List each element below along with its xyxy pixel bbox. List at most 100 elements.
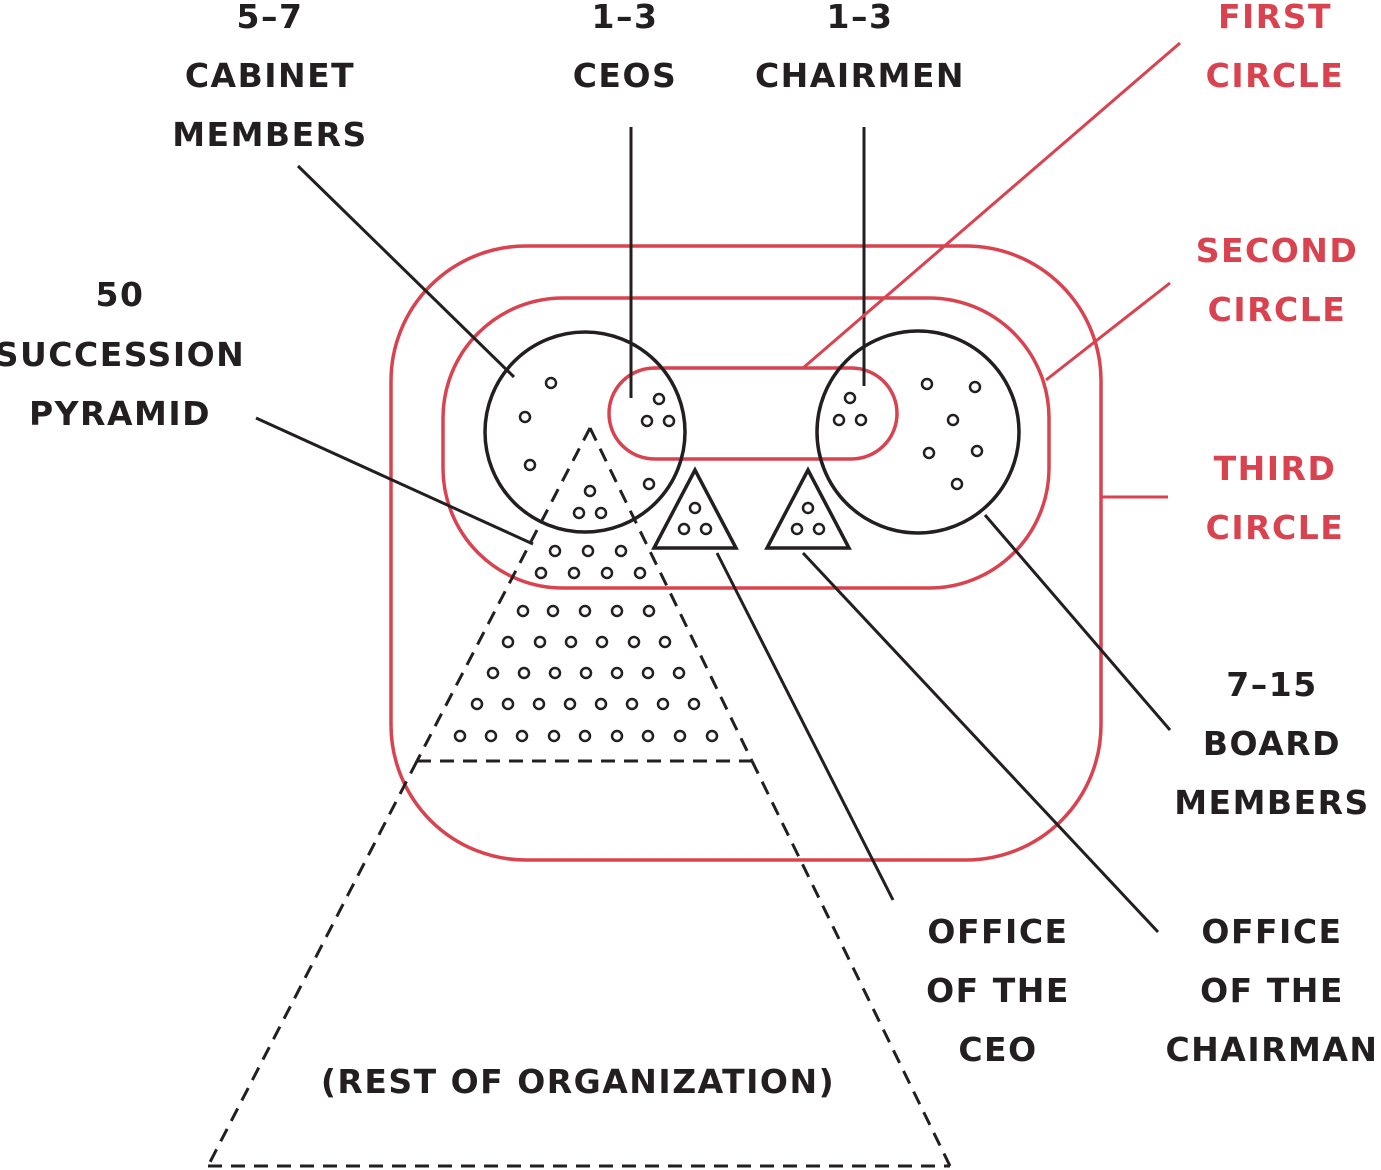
chairman-dot xyxy=(854,413,868,427)
office-chairman-label-2: OF THE xyxy=(1200,971,1344,1010)
third-circle-label-1: THIRD xyxy=(1214,449,1337,488)
second-circle-label-2: CIRCLE xyxy=(1208,290,1347,329)
succession-label-1: SUCCESSION xyxy=(0,335,245,374)
succession-dot xyxy=(533,635,547,649)
succession-dot xyxy=(501,635,515,649)
chairmen-count: 1–3 xyxy=(827,0,894,36)
succession-dot xyxy=(610,729,624,743)
succession-dot xyxy=(563,697,577,711)
board-circle xyxy=(815,329,1021,535)
first-circle-shape xyxy=(607,366,899,461)
office-ceo-dot xyxy=(699,522,713,536)
chairmen-label: CHAIRMEN xyxy=(755,56,965,95)
people-dots xyxy=(453,376,984,743)
succession-dot xyxy=(672,666,686,680)
succession-dot xyxy=(548,666,562,680)
succession-dot xyxy=(627,635,641,649)
ceos-label: CEOS xyxy=(573,56,678,95)
cabinet-circle xyxy=(483,330,687,534)
ceos-count: 1–3 xyxy=(592,0,659,36)
ceo-dot xyxy=(662,414,676,428)
succession-leader xyxy=(255,416,534,546)
rest-of-organization-pyramid xyxy=(206,760,952,1168)
cabinet-member-dot xyxy=(523,458,537,472)
succession-dot xyxy=(610,604,624,618)
board-member-dot xyxy=(922,446,936,460)
succession-count: 50 xyxy=(96,275,145,314)
chairman-dot xyxy=(832,413,846,427)
succession-dot xyxy=(486,666,500,680)
succession-dot xyxy=(579,666,593,680)
board-member-dot xyxy=(970,444,984,458)
succession-dot xyxy=(578,729,592,743)
succession-dot xyxy=(673,729,687,743)
succession-dot xyxy=(656,697,670,711)
office-ceo-label-2: OF THE xyxy=(926,971,1070,1010)
succession-pyramid xyxy=(415,427,754,763)
succession-dot xyxy=(470,697,484,711)
succession-dot xyxy=(642,604,656,618)
succession-dot xyxy=(625,697,639,711)
cabinet-leader xyxy=(296,164,516,379)
succession-dot xyxy=(515,729,529,743)
office-ceo-dot xyxy=(688,501,702,515)
succession-dot xyxy=(546,604,560,618)
succession-dot xyxy=(501,697,515,711)
succession-dot xyxy=(567,566,581,580)
succession-dot xyxy=(641,729,655,743)
succession-dot xyxy=(583,484,597,498)
succession-dot xyxy=(594,697,608,711)
succession-dot xyxy=(517,666,531,680)
board-member-dot xyxy=(968,380,982,394)
succession-dot xyxy=(516,604,530,618)
first-circle-label-1: FIRST xyxy=(1218,0,1332,36)
office-ceo-triangle xyxy=(651,466,739,550)
succession-dot xyxy=(532,697,546,711)
cabinet-member-dot xyxy=(544,376,558,390)
first-circle-label-2: CIRCLE xyxy=(1206,56,1345,95)
cabinet-label-1: CABINET xyxy=(185,56,355,95)
succession-dot xyxy=(547,729,561,743)
office-chairman-leader xyxy=(801,551,1160,934)
succession-dot xyxy=(595,635,609,649)
ceo-dot xyxy=(640,414,654,428)
second-circle-leader xyxy=(1045,281,1171,382)
office-ceo-label-1: OFFICE xyxy=(927,912,1068,951)
office-chairman-triangle xyxy=(764,466,852,550)
office-chairman-dot xyxy=(790,522,804,536)
office-chairman-label-3: CHAIRMAN xyxy=(1165,1030,1378,1069)
succession-dot xyxy=(600,566,614,580)
board-count: 7–15 xyxy=(1226,665,1317,704)
succession-dot xyxy=(594,506,608,520)
succession-dot xyxy=(658,635,672,649)
succession-dot xyxy=(705,729,719,743)
office-ceo-dot xyxy=(677,522,691,536)
office-chairman-label-1: OFFICE xyxy=(1201,912,1342,951)
board-leader xyxy=(983,514,1172,731)
cabinet-label-2: MEMBERS xyxy=(172,115,368,154)
board-label-1: BOARD xyxy=(1203,724,1341,763)
succession-dot xyxy=(548,544,562,558)
succession-dot xyxy=(610,666,624,680)
second-circle-shape xyxy=(441,296,1051,590)
succession-dot xyxy=(534,566,548,580)
ceo-dot xyxy=(652,392,666,406)
cabinet-member-dot xyxy=(518,410,532,424)
succession-dot xyxy=(614,544,628,558)
board-member-dot xyxy=(946,413,960,427)
succession-dot xyxy=(484,729,498,743)
second-circle-label-1: SECOND xyxy=(1196,231,1359,270)
third-circle-label-2: CIRCLE xyxy=(1206,508,1345,547)
board-member-dot xyxy=(950,477,964,491)
board-label-2: MEMBERS xyxy=(1174,783,1370,822)
chairman-dot xyxy=(843,391,857,405)
succession-dot xyxy=(564,635,578,649)
succession-dot xyxy=(687,697,701,711)
cabinet-member-dot xyxy=(642,477,656,491)
succession-dot xyxy=(633,566,647,580)
succession-dot xyxy=(572,506,586,520)
first-circle-leader xyxy=(802,41,1181,370)
succession-label-2: PYRAMID xyxy=(29,394,211,433)
board-member-dot xyxy=(920,377,934,391)
